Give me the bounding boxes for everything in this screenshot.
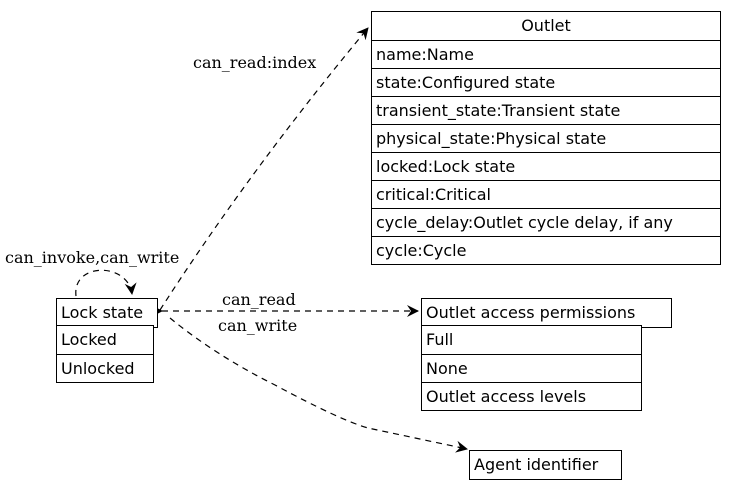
node-access-permissions-value: None (422, 354, 641, 382)
node-access-permissions-values: Full None Outlet access levels (421, 325, 642, 411)
node-outlet-title: Outlet (521, 16, 571, 35)
edge-label-lock-to-permissions-read: can_read (222, 290, 296, 309)
node-outlet-field: name:Name (372, 40, 720, 68)
node-outlet-field: cycle:Cycle (372, 236, 720, 264)
node-access-permissions-value: Full (426, 330, 454, 349)
node-lock-state-value: Unlocked (57, 354, 153, 382)
node-outlet-field: critical:Critical (372, 180, 720, 208)
node-lock-state: Lock state (56, 298, 158, 328)
node-access-permissions-title: Outlet access permissions (426, 303, 636, 322)
node-outlet-field: locked:Lock state (372, 152, 720, 180)
edge-label-lock-self: can_invoke,can_write (5, 248, 179, 267)
node-lock-state-value: Locked (61, 330, 117, 349)
node-outlet-field: physical_state:Physical state (372, 124, 720, 152)
node-outlet-field: state:Configured state (372, 68, 720, 96)
node-outlet-field: transient_state:Transient state (372, 96, 720, 124)
node-outlet-field: cycle_delay:Outlet cycle delay, if any (372, 208, 720, 236)
node-access-permissions: Outlet access permissions (421, 298, 672, 328)
node-access-permissions-value: Outlet access levels (422, 382, 641, 410)
node-outlet: Outlet name:Name state:Configured state … (371, 11, 721, 265)
node-agent-identifier-title: Agent identifier (474, 455, 599, 474)
edge-lock-self (75, 269, 137, 297)
edge-lock-to-outlet (159, 27, 369, 311)
node-agent-identifier: Agent identifier (469, 450, 622, 480)
edge-label-lock-to-permissions-write: can_write (218, 316, 297, 335)
edge-label-lock-to-outlet: can_read:index (193, 53, 316, 72)
node-lock-state-title: Lock state (61, 303, 144, 322)
edge-lock-to-agent (169, 317, 468, 453)
node-lock-state-values: Locked Unlocked (56, 325, 154, 383)
